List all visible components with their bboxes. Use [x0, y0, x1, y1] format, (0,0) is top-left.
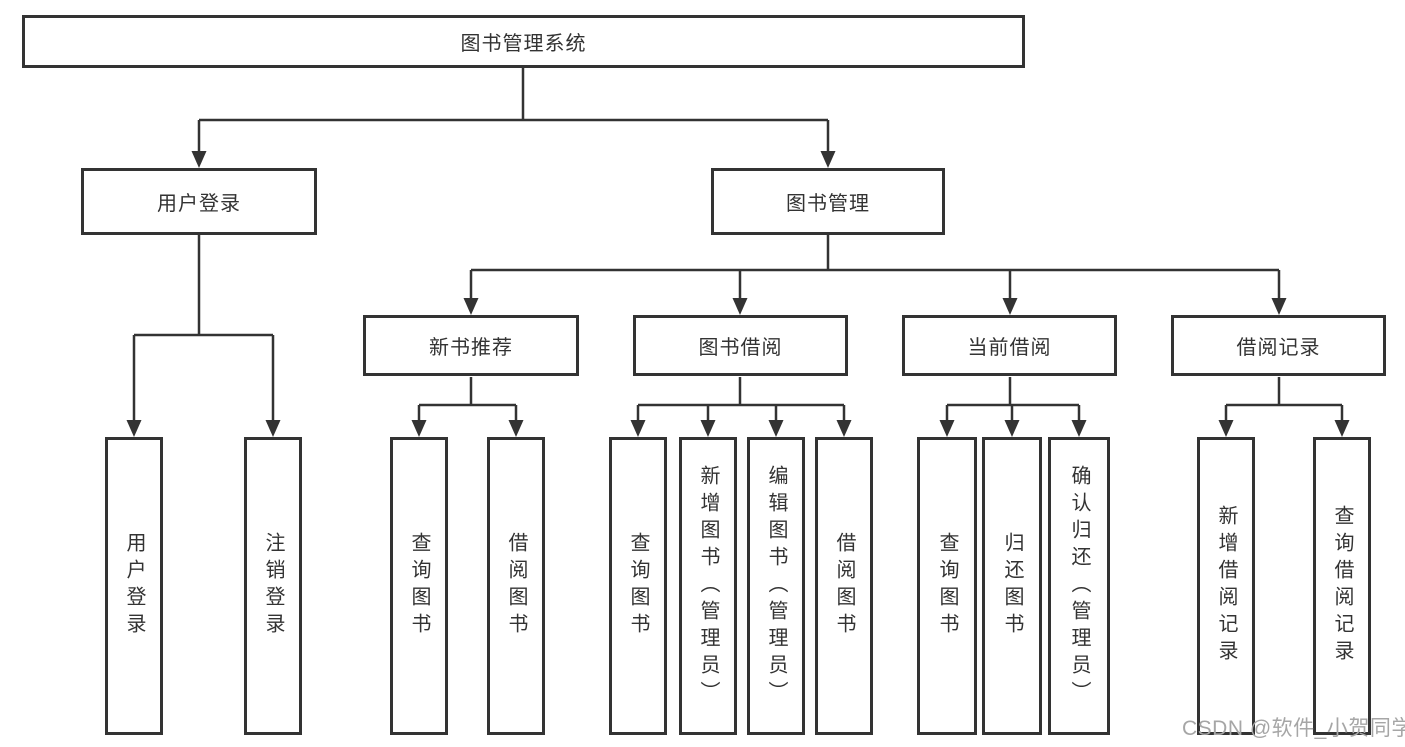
- leaf-logout: 注销登录: [244, 437, 302, 735]
- leaf-add-borrow-record-label: 新增借阅记录: [1215, 505, 1237, 667]
- leaf-borrow-books-label: 借阅图书: [833, 532, 855, 640]
- node-book-management: 图书管理: [711, 168, 945, 235]
- arrowhead-down-icon: [411, 420, 427, 437]
- leaf-query-books-recommend: 查询图书: [390, 437, 448, 735]
- node-borrowing-records: 借阅记录: [1171, 315, 1386, 376]
- node-book-management-label: 图书管理: [786, 193, 870, 215]
- arrowhead-down-icon: [1071, 420, 1087, 437]
- node-current-borrowing: 当前借阅: [902, 315, 1117, 376]
- node-current-borrowing-label: 当前借阅: [967, 337, 1052, 359]
- leaf-add-books-admin-label: 新增图书（管理员）: [697, 464, 719, 708]
- node-book-borrowing: 图书借阅: [633, 315, 848, 376]
- node-new-book-recommend: 新书推荐: [363, 315, 579, 376]
- leaf-user-login-label: 用户登录: [123, 532, 145, 640]
- arrowhead-down-icon: [768, 420, 784, 437]
- leaf-borrow-books: 借阅图书: [815, 437, 873, 735]
- arrowhead-down-icon: [630, 420, 646, 437]
- leaf-query-borrow-record-label: 查询借阅记录: [1331, 505, 1353, 667]
- arrowhead-down-icon: [126, 420, 142, 437]
- arrowhead-down-icon: [700, 420, 716, 437]
- arrowhead-down-icon: [1002, 298, 1018, 315]
- node-borrowing-records-label: 借阅记录: [1236, 337, 1321, 359]
- node-user-login-label: 用户登录: [157, 193, 241, 215]
- leaf-logout-label: 注销登录: [262, 532, 284, 640]
- leaf-edit-books-admin: 编辑图书（管理员）: [747, 437, 805, 735]
- node-library-system: 图书管理系统: [22, 15, 1025, 68]
- leaf-query-books-recommend-label: 查询图书: [408, 532, 430, 640]
- node-library-system-label: 图书管理系统: [460, 33, 587, 55]
- arrowhead-down-icon: [1218, 420, 1234, 437]
- leaf-edit-books-admin-label: 编辑图书（管理员）: [765, 464, 787, 708]
- arrowhead-down-icon: [732, 298, 748, 315]
- leaf-confirm-return-admin-label: 确认归还（管理员）: [1068, 464, 1090, 708]
- arrowhead-down-icon: [508, 420, 524, 437]
- arrowhead-down-icon: [1004, 420, 1020, 437]
- node-new-book-recommend-label: 新书推荐: [429, 337, 513, 359]
- leaf-query-books-borrow: 查询图书: [609, 437, 667, 735]
- leaf-user-login: 用户登录: [105, 437, 163, 735]
- leaf-return-books: 归还图书: [982, 437, 1042, 735]
- node-book-borrowing-label: 图书借阅: [698, 337, 783, 359]
- node-user-login: 用户登录: [81, 168, 317, 235]
- leaf-query-books-current-label: 查询图书: [936, 532, 958, 640]
- arrowhead-down-icon: [836, 420, 852, 437]
- arrowhead-down-icon: [939, 420, 955, 437]
- leaf-confirm-return-admin: 确认归还（管理员）: [1048, 437, 1110, 735]
- leaf-query-borrow-record: 查询借阅记录: [1313, 437, 1371, 735]
- leaf-return-books-label: 归还图书: [1001, 532, 1023, 640]
- leaf-query-books-current: 查询图书: [917, 437, 977, 735]
- arrowhead-down-icon: [1334, 420, 1350, 437]
- arrowhead-down-icon: [1271, 298, 1287, 315]
- leaf-borrow-books-recommend: 借阅图书: [487, 437, 545, 735]
- leaf-add-books-admin: 新增图书（管理员）: [679, 437, 737, 735]
- arrowhead-down-icon: [820, 151, 836, 168]
- csdn-watermark: CSDN @软件_小贺同学: [1182, 717, 1405, 740]
- leaf-add-borrow-record: 新增借阅记录: [1197, 437, 1255, 735]
- arrowhead-down-icon: [463, 298, 479, 315]
- leaf-query-books-borrow-label: 查询图书: [627, 532, 649, 640]
- leaf-borrow-books-recommend-label: 借阅图书: [505, 532, 527, 640]
- arrowhead-down-icon: [265, 420, 281, 437]
- arrowhead-down-icon: [191, 151, 207, 168]
